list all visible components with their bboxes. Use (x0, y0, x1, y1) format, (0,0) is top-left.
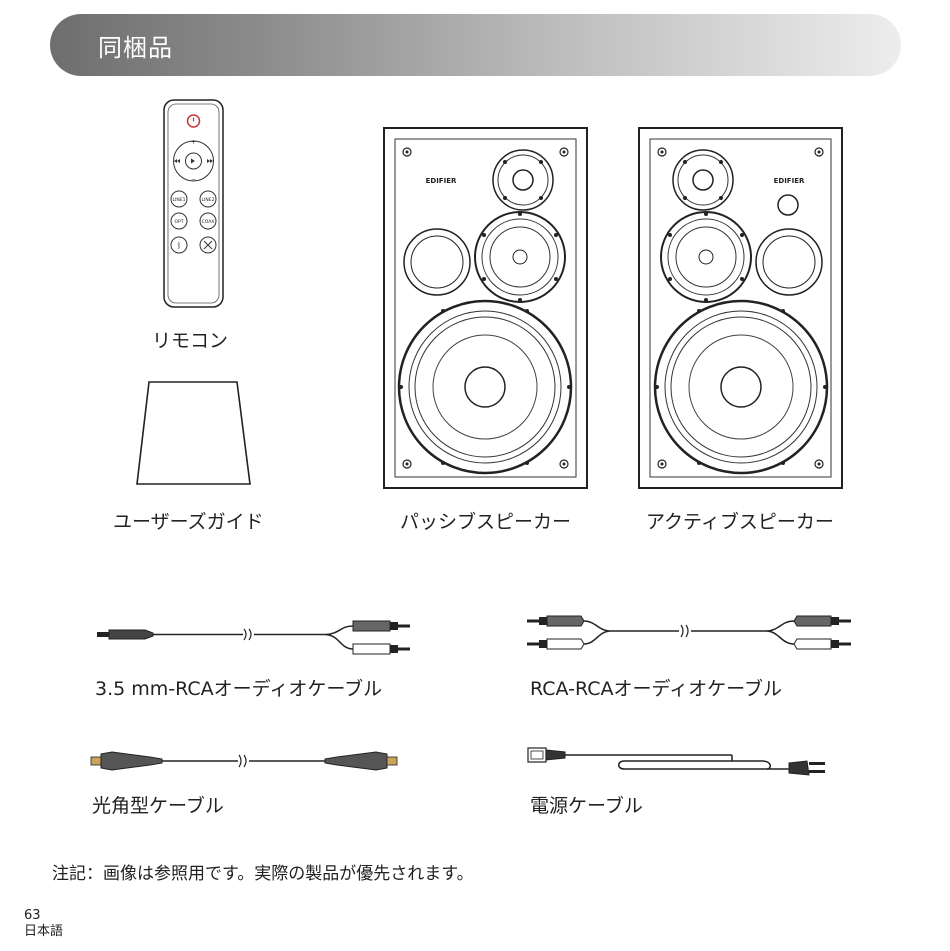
page-number: 63 (24, 908, 63, 924)
cable-optical-label: 光角型ケーブル (92, 791, 224, 818)
remote-control-illustration: + − LINE1 LINE2 OPT COAX ᛒ (163, 99, 225, 309)
cable-rca-rca-illustration (526, 614, 866, 654)
remote-opt-label: OPT (174, 219, 183, 225)
passive-speaker-brand: EDIFIER (426, 177, 457, 185)
passive-speaker-illustration: EDIFIER (383, 127, 588, 489)
remote-line1-label: LINE1 (173, 197, 186, 203)
svg-text:ᛒ: ᛒ (177, 241, 182, 250)
cable-3-5mm-rca-label: 3.5 mm-RCAオーディオケーブル (95, 674, 382, 701)
remote-label: リモコン (152, 326, 228, 353)
active-speaker-label: アクティブスピーカー (646, 507, 834, 534)
cable-optical-illustration (90, 748, 410, 774)
cable-power-illustration (527, 745, 832, 779)
section-header-bar: 同梱品 (50, 14, 901, 76)
remote-coax-label: COAX (202, 219, 215, 225)
disclaimer-note: 注記：画像は参照用です。実際の製品が優先されます。 (52, 859, 474, 884)
language-label: 日本語 (24, 924, 63, 940)
active-speaker-brand: EDIFIER (774, 177, 805, 185)
cable-power-label: 電源ケーブル (530, 791, 643, 818)
svg-text:−: − (191, 176, 196, 183)
svg-text:+: + (191, 139, 196, 146)
user-guide-label: ユーザーズガイド (113, 507, 264, 534)
cable-3-5mm-rca-illustration (95, 617, 415, 661)
user-guide-illustration (136, 381, 252, 485)
passive-speaker-label: パッシブスピーカー (400, 507, 571, 534)
page-footer: 63 日本語 (24, 908, 63, 940)
remote-line2-label: LINE2 (202, 197, 215, 203)
cable-rca-rca-label: RCA-RCAオーディオケーブル (530, 674, 782, 701)
active-speaker-illustration: EDIFIER (638, 127, 843, 489)
section-title: 同梱品 (98, 28, 173, 63)
